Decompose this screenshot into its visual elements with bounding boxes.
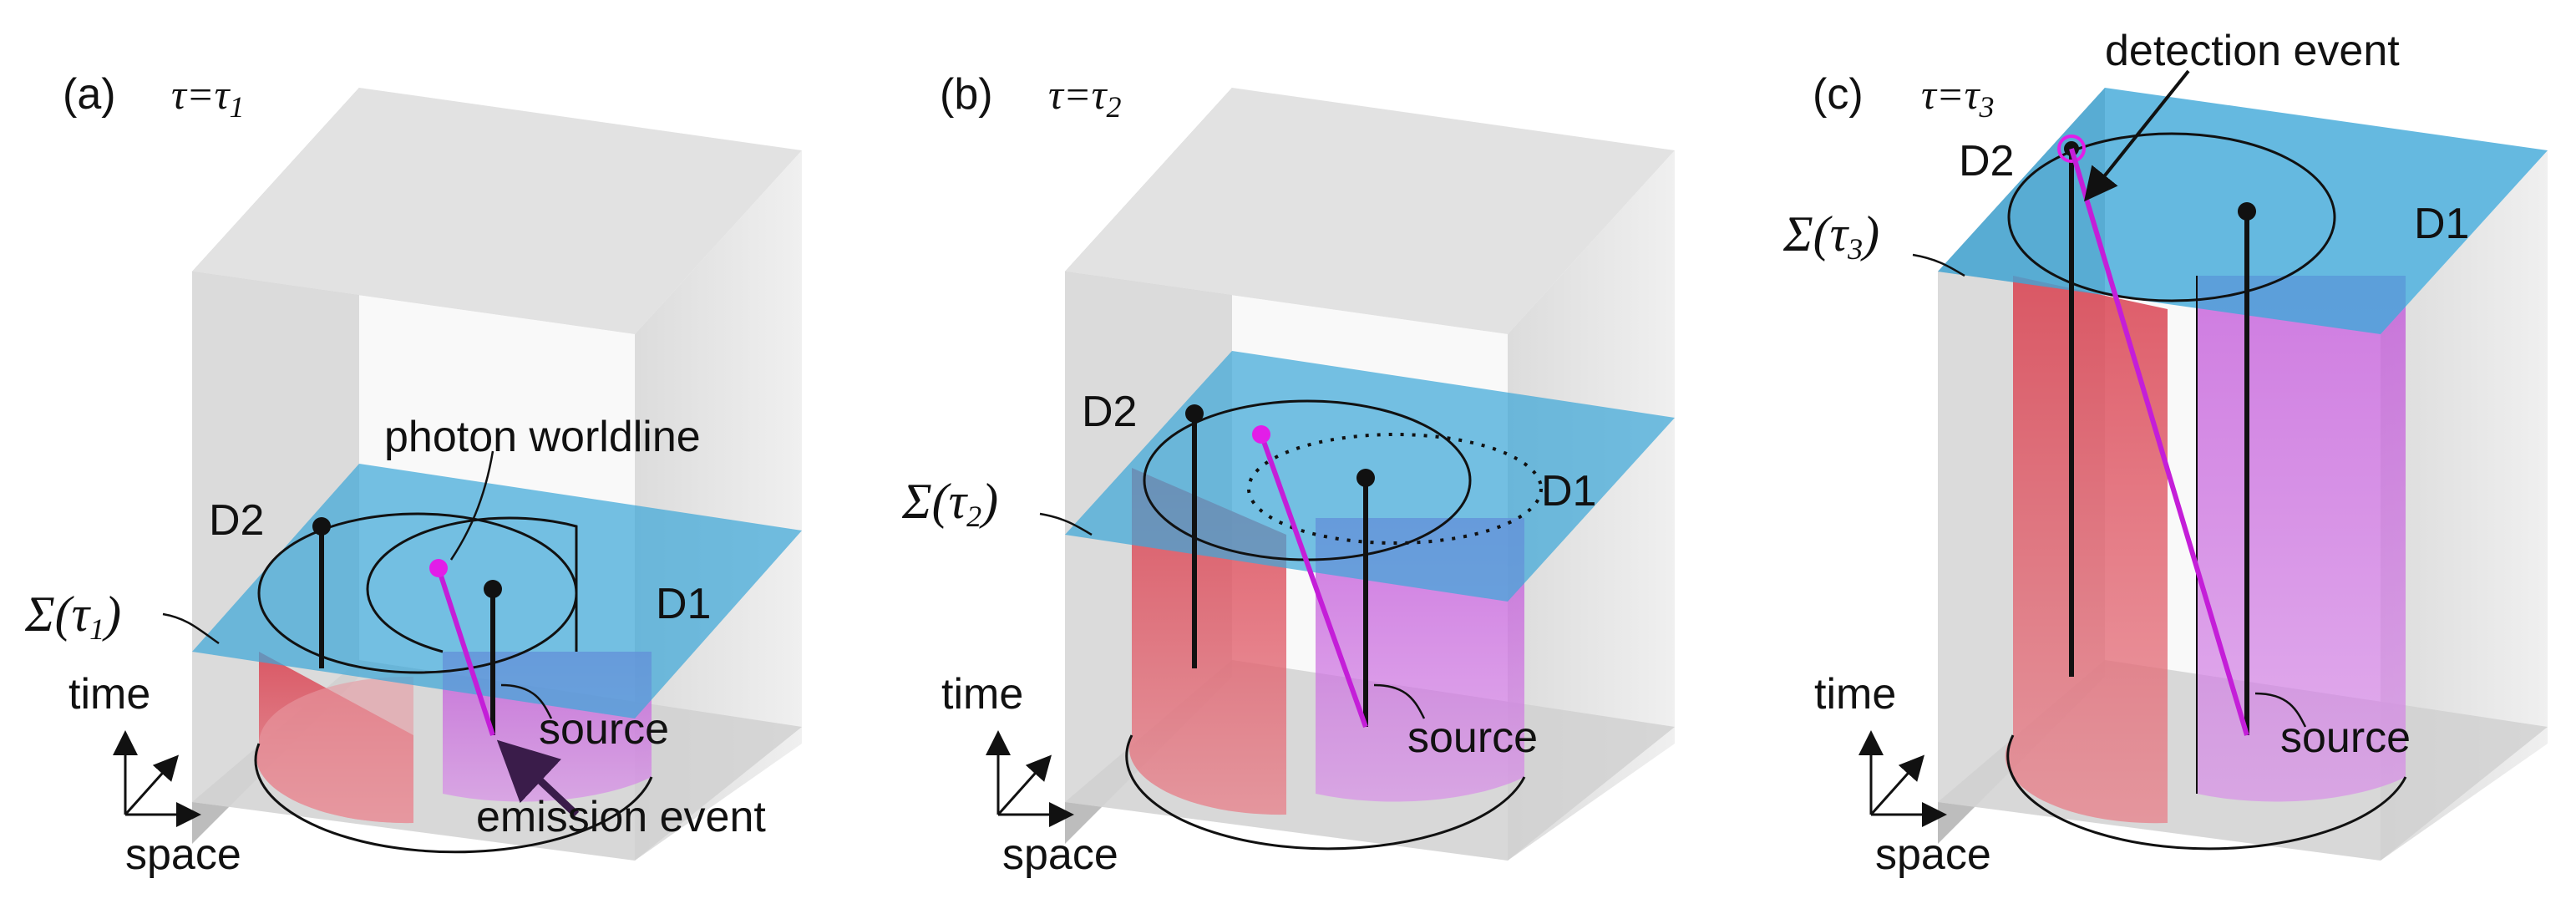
axes-c <box>1858 730 1947 827</box>
sigma-label: Σ(τ <box>1782 206 1850 262</box>
sigma-close: ) <box>979 474 998 529</box>
sigma-label: Σ(τ <box>24 587 92 642</box>
box-back-right <box>635 150 802 861</box>
panel-b: (b) τ=τ2 D2 D1 Σ(τ2) source time space <box>901 70 1675 879</box>
source-leader <box>1373 683 1426 719</box>
svg-text:Σ(τ3): Σ(τ3) <box>1782 206 1879 266</box>
emission-arrow <box>496 739 580 818</box>
sigma-sub: 3 <box>1847 232 1863 266</box>
d2-label: D2 <box>1959 137 2014 185</box>
space-label: space <box>1002 830 1118 879</box>
photon-worldline <box>436 567 495 736</box>
detection-arrow <box>2084 69 2190 202</box>
sigma-close: ) <box>102 587 121 642</box>
inner-circle <box>366 516 578 653</box>
svg-text:(b): (b) <box>940 70 993 119</box>
source-dot <box>484 580 502 598</box>
panel-c: (c) τ=τ3 detection event D2 D1 Σ(τ3) sou… <box>1782 27 2548 879</box>
svg-text:Σ(τ2): Σ(τ2) <box>901 474 998 533</box>
axes-b <box>986 730 1074 827</box>
d2-label: D2 <box>1082 388 1137 436</box>
panel-tag: (a) <box>63 70 116 119</box>
time-label: time <box>68 670 150 719</box>
sigma-leader <box>162 612 220 645</box>
tau-sub: 3 <box>1979 90 1995 124</box>
source-leader <box>2254 692 2307 728</box>
source-label: source <box>2280 713 2411 762</box>
photon-dot <box>429 559 448 577</box>
tau-sub: 2 <box>1107 90 1122 124</box>
tau-label: τ=τ <box>1921 71 1981 118</box>
photon-worldline-label: photon worldline <box>384 413 701 461</box>
red-cylinder-base <box>256 676 413 824</box>
photon-worldline <box>2069 148 2249 736</box>
source-leader <box>500 683 553 719</box>
d2-label: D2 <box>209 496 264 545</box>
box-back-top <box>192 88 802 334</box>
detection-event-label: detection event <box>2105 27 2400 75</box>
svg-text:τ=τ3: τ=τ3 <box>1921 71 1995 124</box>
box-back-top <box>1065 88 1675 334</box>
d2-dot <box>312 517 331 536</box>
panel-tag: (b) <box>940 70 993 119</box>
photon-dot <box>1252 425 1270 444</box>
svg-text:τ=τ2: τ=τ2 <box>1048 71 1122 124</box>
photon-leader <box>449 450 494 561</box>
emission-event-label: emission event <box>476 793 766 841</box>
svg-text:τ=τ1: τ=τ1 <box>171 71 245 124</box>
bottom-arc-a <box>254 743 653 854</box>
sigma-sub: 1 <box>89 612 104 646</box>
detection-ring <box>2057 135 2086 163</box>
svg-text:(c): (c) <box>1813 70 1864 119</box>
source-label: source <box>539 705 669 754</box>
d1-label: D1 <box>2414 200 2469 248</box>
svg-text:(a): (a) <box>63 70 116 119</box>
tau-label: τ=τ <box>171 71 231 118</box>
d1-label: D1 <box>656 580 711 628</box>
sigma-sub: 2 <box>966 500 981 533</box>
sigma-leader <box>1039 512 1093 536</box>
axes-a <box>113 730 201 827</box>
tau-label: τ=τ <box>1048 71 1108 118</box>
source-dot <box>1356 469 1375 487</box>
time-label: time <box>1814 670 1896 719</box>
box-back-right <box>2381 150 2548 861</box>
sigma-label: Σ(τ <box>901 474 969 529</box>
red-cylinder-wall <box>2005 276 2168 824</box>
sigma-close: ) <box>1860 206 1879 262</box>
d2-dot <box>1185 404 1204 423</box>
panel-tag: (c) <box>1813 70 1864 119</box>
svg-text:Σ(τ1): Σ(τ1) <box>24 587 121 646</box>
bottom-arc-b <box>1125 734 1526 851</box>
outer-circle <box>2007 132 2336 302</box>
bottom-arc-c <box>2006 734 2407 851</box>
sigma-leader <box>1912 253 1965 277</box>
source-dot <box>2238 202 2256 221</box>
dotted-circle <box>1247 433 1543 545</box>
source-label: source <box>1407 713 1538 762</box>
space-label: space <box>1875 830 1991 879</box>
space-label: space <box>125 830 241 879</box>
tau-sub: 1 <box>230 90 245 124</box>
time-label: time <box>941 670 1023 719</box>
photon-worldline <box>1259 433 1368 729</box>
d1-label: D1 <box>1541 467 1596 515</box>
panel-a: (a) τ=τ1 photon worldline D2 D1 Σ(τ1) so… <box>24 70 802 879</box>
